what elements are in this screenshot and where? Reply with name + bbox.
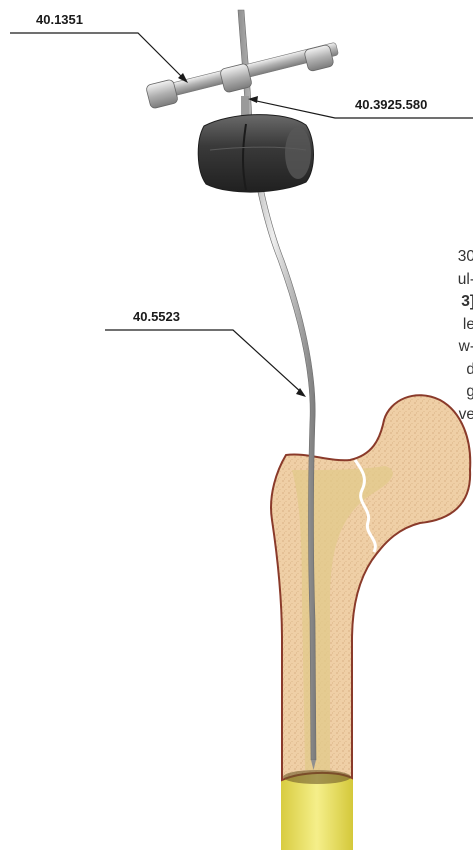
text-line: 3] [435,291,473,314]
text-line: 30 [435,246,473,269]
canal-opening [283,770,351,784]
text-line: w- [435,336,473,359]
text-line: d [435,359,473,382]
text-line: ul- [435,269,473,292]
label-40-5523: 40.5523 [133,309,180,324]
text-line: g [435,381,473,404]
leader-40-5523 [105,330,302,393]
handle-block [198,115,313,192]
label-40-1351: 40.1351 [36,12,83,27]
text-line: ve [435,404,473,427]
leader-40-1351 [10,33,185,80]
text-fragment: 30 ul- 3] le w- d g ve [435,246,473,426]
text-line: le [435,314,473,337]
label-40-3925-580: 40.3925.580 [355,97,427,112]
femur-proximal [271,395,470,780]
